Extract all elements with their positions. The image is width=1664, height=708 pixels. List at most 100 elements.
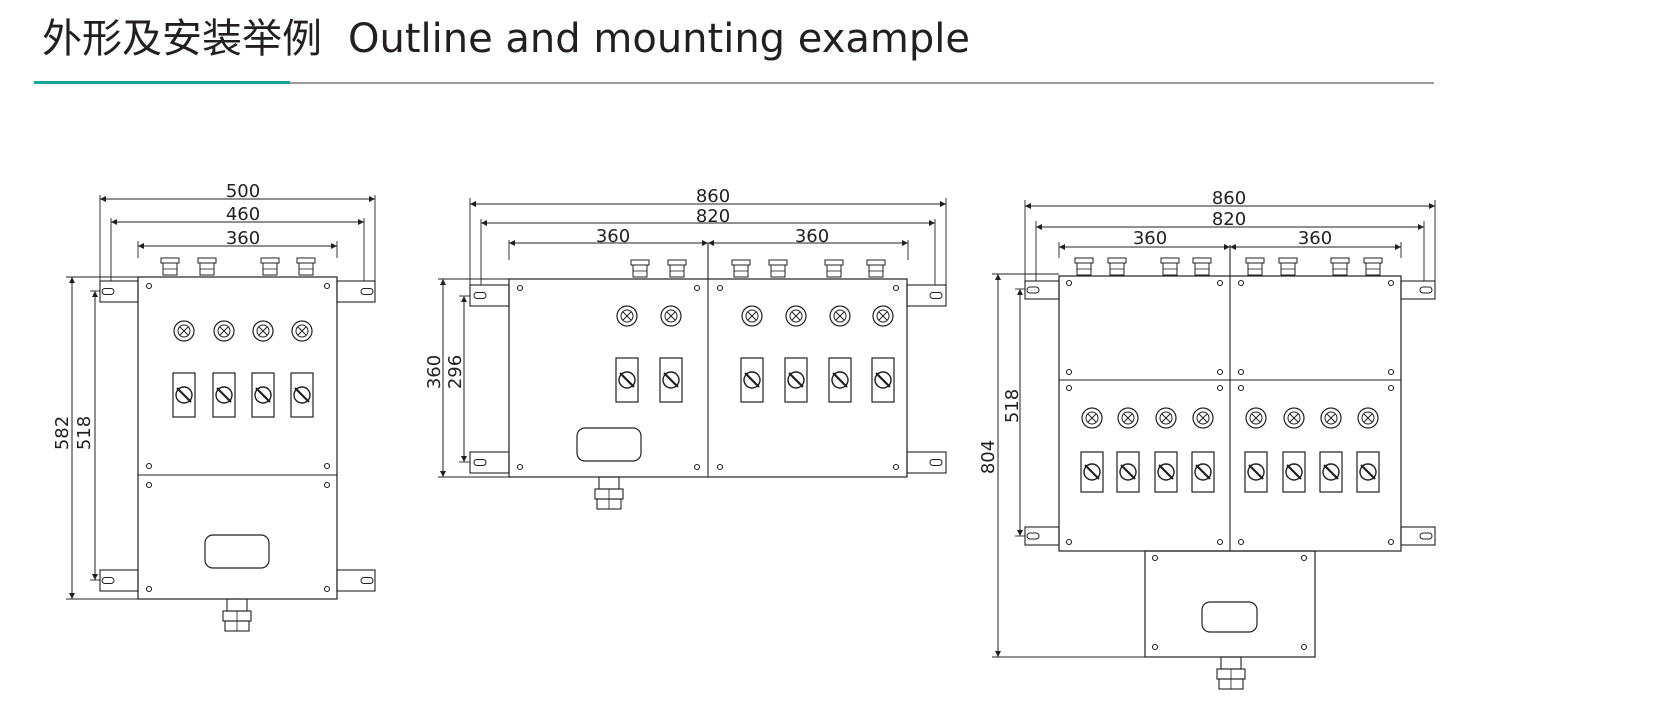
screw-hole	[1216, 368, 1224, 376]
rotary-switch-icon	[251, 372, 275, 418]
mounting-slot-icon	[929, 459, 943, 466]
cable-gland-cap	[630, 259, 650, 266]
rotary-switch-icon	[740, 357, 764, 403]
lamp-cross	[179, 326, 189, 336]
switch-knob	[175, 386, 193, 404]
inspection-window-icon	[204, 534, 270, 569]
screw-hole	[1237, 368, 1245, 376]
mounting-slot-icon	[473, 459, 487, 466]
rotary-switch-icon	[1080, 451, 1104, 493]
screw-hole	[693, 284, 701, 292]
d1-dim-360: 360	[226, 228, 260, 249]
d1-dim-582: 582	[52, 416, 73, 450]
bottom-cable-entry-icon	[226, 598, 248, 612]
cable-gland-cap	[731, 259, 751, 266]
d2-dim-360-left: 360	[596, 226, 630, 247]
screw-hole	[1237, 538, 1245, 546]
rotary-switch-icon	[784, 357, 808, 403]
title-chinese: 外形及安装举例	[42, 16, 322, 62]
lamp-cross	[791, 311, 801, 321]
switch-handle	[1084, 464, 1100, 480]
d2-dim-860: 860	[696, 186, 730, 207]
switch-handle	[1248, 464, 1264, 480]
lamp-cross	[1198, 413, 1208, 423]
switch-knob	[831, 371, 849, 389]
screw-hole	[145, 481, 153, 489]
bottom-cable-entry-icon	[598, 476, 620, 490]
indicator-lamp-icon	[252, 320, 274, 342]
screw-hole	[145, 282, 153, 290]
switch-handle	[255, 387, 271, 403]
mounting-foot	[1400, 526, 1436, 546]
d3-dim-360-right: 360	[1298, 228, 1332, 249]
mounting-foot	[336, 280, 376, 303]
switch-knob	[662, 371, 680, 389]
indicator-lamp-icon	[1192, 407, 1214, 429]
switch-handle	[744, 372, 760, 388]
rotary-switch-icon	[615, 357, 639, 403]
mounting-foot	[469, 451, 510, 474]
indicator-lamp-icon	[173, 320, 195, 342]
rotary-switch-icon	[290, 372, 314, 418]
title-accent-rule	[34, 81, 290, 84]
lamp-cross	[219, 326, 229, 336]
screw-hole	[1237, 279, 1245, 287]
d1-dim-518: 518	[74, 416, 95, 450]
cable-gland-cap	[866, 259, 886, 266]
lamp-cross	[1161, 413, 1171, 423]
switch-handle	[216, 387, 232, 403]
screw-hole	[1237, 384, 1245, 392]
indicator-lamp-icon	[616, 305, 638, 327]
screw-hole	[1065, 368, 1073, 376]
switch-knob	[1194, 463, 1212, 481]
lamp-lens	[1085, 411, 1099, 425]
indicator-lamp-icon	[741, 305, 763, 327]
switch-knob	[293, 386, 311, 404]
cable-gland-cap	[667, 259, 687, 266]
inspection-window-icon	[576, 427, 642, 462]
mounting-slot-icon	[101, 288, 115, 295]
lamp-lens	[177, 324, 191, 338]
mounting-foot	[906, 284, 947, 307]
switch-knob	[787, 371, 805, 389]
cable-gland-cap	[296, 257, 316, 264]
cable-gland-cap	[1363, 257, 1383, 264]
switch-handle	[1286, 464, 1302, 480]
switch-knob	[1083, 463, 1101, 481]
screw-hole	[145, 585, 153, 593]
enclosure-body	[137, 276, 338, 600]
indicator-lamp-icon	[1081, 407, 1103, 429]
switch-handle	[1158, 464, 1174, 480]
rotary-switch-icon	[1191, 451, 1215, 493]
screw-hole	[516, 284, 524, 292]
mounting-foot	[1400, 280, 1436, 300]
indicator-lamp-icon	[291, 320, 313, 342]
rotary-switch-icon	[212, 372, 236, 418]
screw-hole	[1387, 538, 1395, 546]
switch-knob	[1247, 463, 1265, 481]
indicator-lamp-icon	[1320, 407, 1342, 429]
cable-gland-cap	[1278, 257, 1298, 264]
lamp-lens	[1287, 411, 1301, 425]
cable-gland-cap	[260, 257, 280, 264]
rotary-switch-icon	[1319, 451, 1343, 493]
d3-dim-360-left: 360	[1133, 228, 1167, 249]
rotary-switch-icon	[828, 357, 852, 403]
switch-knob	[618, 371, 636, 389]
screw-hole	[323, 462, 331, 470]
lamp-lens	[1121, 411, 1135, 425]
screw-hole	[1387, 368, 1395, 376]
title-divider-rule	[290, 82, 1434, 84]
lamp-lens	[295, 324, 309, 338]
lamp-lens	[1159, 411, 1173, 425]
screw-hole	[1300, 643, 1308, 651]
mounting-slot-icon	[101, 577, 115, 584]
screw-hole	[1151, 554, 1159, 562]
screw-hole	[1216, 538, 1224, 546]
switch-knob	[215, 386, 233, 404]
bottom-cable-entry-icon	[1220, 656, 1242, 670]
switch-knob	[1285, 463, 1303, 481]
rotary-switch-icon	[871, 357, 895, 403]
switch-knob	[254, 386, 272, 404]
rotary-switch-icon	[659, 357, 683, 403]
